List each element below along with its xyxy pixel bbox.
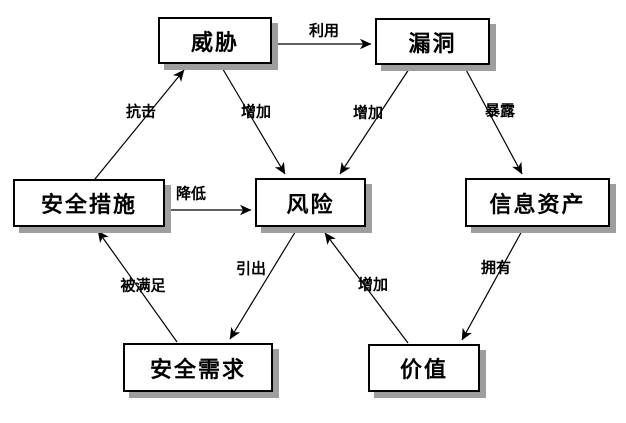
- edge-label-exploit: 利用: [308, 21, 340, 40]
- node-value: 价值: [368, 344, 480, 392]
- edge-label-vulnerability-increase: 增加: [352, 103, 384, 122]
- edge-label-reduce: 降低: [175, 184, 207, 203]
- node-risk-label: 风险: [286, 192, 335, 218]
- edge-vulnerability-increase-arrow: [339, 65, 412, 175]
- node-vulnerability-label: 漏洞: [408, 31, 457, 57]
- node-security-measures-label: 安全措施: [40, 193, 137, 218]
- edge-expose-arrow: [463, 65, 523, 175]
- edge-threat-increase-arrow: [220, 65, 286, 175]
- node-information-assets: 信息资产: [465, 178, 610, 227]
- node-threat-label: 威胁: [190, 30, 239, 56]
- edge-label-possess: 拥有: [480, 258, 512, 277]
- edge-lead-to-arrow: [229, 228, 298, 340]
- node-information-assets-label: 信息资产: [489, 192, 586, 218]
- node-security-requirements-label: 安全需求: [149, 357, 246, 383]
- edge-label-satisfied-by: 被满足: [120, 276, 166, 295]
- edge-label-threat-increase: 增加: [240, 102, 272, 121]
- edge-satisfied-by-arrow: [97, 230, 178, 343]
- node-vulnerability: 漏洞: [375, 18, 490, 65]
- node-security-measures: 安全措施: [13, 179, 165, 227]
- edge-resist-arrow: [94, 69, 185, 180]
- edge-possess-arrow: [461, 228, 524, 341]
- edge-label-lead-to: 引出: [235, 259, 267, 278]
- edge-label-value-increase: 增加: [357, 275, 389, 294]
- node-risk: 风险: [255, 178, 366, 227]
- edge-label-expose: 暴露: [484, 101, 516, 120]
- node-security-requirements: 安全需求: [123, 343, 273, 392]
- edge-label-resist: 抗击: [125, 102, 157, 121]
- edge-value-increase-arrow: [324, 232, 409, 344]
- node-threat: 威胁: [158, 17, 272, 64]
- node-value-label: 价值: [399, 358, 448, 383]
